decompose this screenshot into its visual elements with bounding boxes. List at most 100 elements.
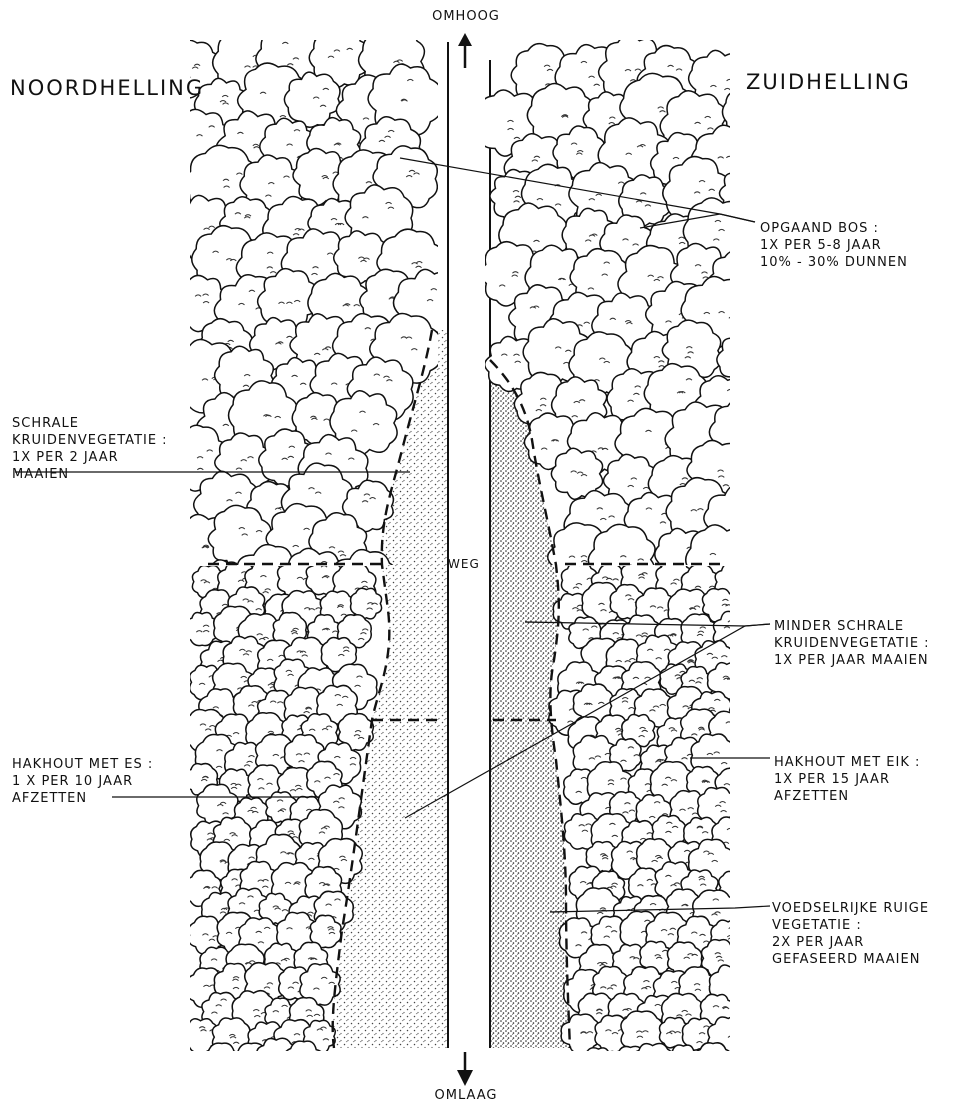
tree-texture [741,530,747,532]
right-coppice-oak [549,555,755,1086]
label-schrale-line-4: MAAIEN [12,466,168,483]
tree-texture [727,936,733,938]
label-schrale-line-2: KRUIDENVEGETATIE : [12,432,168,449]
direction-up-label: OMHOOG [421,8,511,25]
tree-texture [225,1060,231,1062]
label-hakhout-eik-line-2: 1X PER 15 JAAR [774,771,920,788]
label-minder-line-1: MINDER SCHRALE [774,618,930,635]
tree-texture [602,1063,608,1065]
label-opgaand-bos-line-3: 10% - 30% DUNNEN [760,254,908,271]
tree-texture [728,938,734,940]
tree-texture [639,1063,645,1065]
south-slope-title: ZUIDHELLING [746,70,911,94]
tree-crown [612,1046,648,1082]
tree-texture [728,621,734,623]
tree-crown [583,1048,615,1080]
direction-up-text: OMHOOG [421,8,511,25]
tree-texture [734,1040,740,1042]
arrow-down-icon [457,1052,473,1086]
tree-texture [736,885,742,887]
label-minder-line-2: KRUIDENVEGETATIE : [774,635,930,652]
label-hakhout-es-line-2: 1 X PER 10 JAAR [12,773,153,790]
south-slope-text: ZUIDHELLING [746,70,911,94]
tree-texture [731,159,737,161]
tree-texture [735,839,741,841]
tree-texture [301,1058,307,1060]
tree-texture [732,976,738,978]
tree-texture [731,725,737,727]
tree-texture [732,564,738,566]
tree-texture [756,108,762,110]
label-opgaand-bos-line-1: OPGAAND BOS : [760,220,908,237]
tree-texture [684,1064,690,1066]
tree-texture [734,531,740,533]
label-hakhout-eik: HAKHOUT MET EIK : 1X PER 15 JAAR AFZETTE… [774,754,920,805]
tree-texture [739,358,745,360]
label-voedselrijke-line-3: 2X PER JAAR [772,934,929,951]
road-text: WEG [448,556,480,573]
tree-texture [305,1061,311,1063]
label-voedselrijke-line-4: GEFASEERD MAAIEN [772,951,929,968]
tree-texture [734,443,740,445]
tree-texture [732,582,738,584]
tree-texture [601,1065,607,1067]
tree-texture [728,1036,734,1038]
tree-texture [731,879,737,881]
tree-texture [655,1052,661,1054]
north-slope-title: NOORDHELLING [10,76,204,100]
label-hakhout-es: HAKHOUT MET ES : 1 X PER 10 JAAR AFZETTE… [12,756,153,807]
label-minder-line-3: 1X PER JAAR MAAIEN [774,652,930,669]
direction-down-text: OMLAAG [421,1087,511,1104]
tree-texture [277,1057,283,1059]
tree-texture [736,786,742,788]
tree-texture [722,1067,728,1069]
label-voedselrijke: VOEDSELRIJKE RUIGE VEGETATIE : 2X PER JA… [772,900,929,968]
tree-texture [278,1060,284,1062]
label-schrale-kruiden: SCHRALE KRUIDENVEGETATIE : 1X PER 2 JAAR… [12,415,168,483]
tree-texture [727,389,733,391]
tree-texture [744,191,750,193]
label-opgaand-bos: OPGAAND BOS : 1X PER 5-8 JAAR 10% - 30% … [760,220,908,271]
tree-texture [732,580,738,582]
label-hakhout-eik-line-1: HAKHOUT MET EIK : [774,754,920,771]
tree-texture [249,1064,255,1066]
tree-texture [730,983,736,985]
tree-crown [717,332,770,383]
tree-texture [736,203,742,205]
tree-texture [284,1057,290,1059]
north-slope-text: NOORDHELLING [10,76,204,100]
label-voedselrijke-line-1: VOEDSELRIJKE RUIGE [772,900,929,917]
tree-texture [729,793,735,795]
tree-texture [681,1056,687,1058]
arrow-up-icon [458,33,472,68]
tree-texture [678,1063,684,1065]
tree-texture [741,889,747,891]
tree-texture [377,589,383,591]
label-voedselrijke-line-2: VEGETATIE : [772,917,929,934]
tree-texture [717,1062,723,1064]
label-opgaand-bos-line-2: 1X PER 5-8 JAAR [760,237,908,254]
direction-down-label: OMLAAG [421,1087,511,1104]
road-label: WEG [448,556,480,573]
tree-texture [650,1067,656,1069]
tree-texture [251,1062,257,1064]
tree-texture [738,187,744,189]
tree-texture [730,291,736,293]
tree-texture [241,1065,247,1067]
tree-texture [599,1056,605,1058]
tree-texture [304,1060,310,1062]
tree-texture [766,112,772,114]
tree-texture [744,353,750,355]
tree-texture [631,1063,637,1065]
tree-texture [734,982,740,984]
tree-texture [729,927,735,929]
tree-texture [656,1075,662,1077]
tree-texture [731,527,737,529]
label-minder-schrale: MINDER SCHRALE KRUIDENVEGETATIE : 1X PER… [774,618,930,669]
tree-texture [740,280,746,282]
tree-texture [217,1064,223,1066]
tree-texture [729,317,735,319]
tree-texture [743,429,749,431]
label-hakhout-eik-line-3: AFZETTEN [774,788,920,805]
tree-texture [712,1061,718,1063]
